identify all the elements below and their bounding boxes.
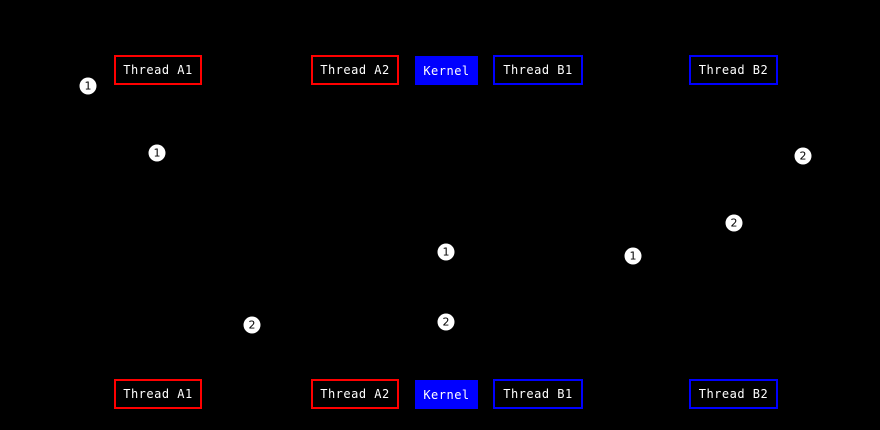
actor-top-kernel: Kernel bbox=[415, 56, 478, 85]
actor-top-thread-b1: Thread B1 bbox=[493, 55, 583, 85]
sequence-number-marker: 1 bbox=[624, 247, 642, 265]
actor-bottom-thread-b1: Thread B1 bbox=[493, 379, 583, 409]
sequence-number-marker: 2 bbox=[437, 313, 455, 331]
sequence-number-marker: 1 bbox=[79, 77, 97, 95]
sequence-number-marker: 2 bbox=[794, 147, 812, 165]
actor-top-thread-b2: Thread B2 bbox=[689, 55, 778, 85]
actor-top-thread-a2: Thread A2 bbox=[311, 55, 399, 85]
actor-bottom-thread-b2: Thread B2 bbox=[689, 379, 778, 409]
sequence-number-marker: 1 bbox=[148, 144, 166, 162]
sequence-number-marker: 1 bbox=[437, 243, 455, 261]
sequence-number-marker: 2 bbox=[243, 316, 261, 334]
actor-bottom-thread-a2: Thread A2 bbox=[311, 379, 399, 409]
sequence-number-marker: 2 bbox=[725, 214, 743, 232]
actor-top-thread-a1: Thread A1 bbox=[114, 55, 202, 85]
actor-bottom-thread-a1: Thread A1 bbox=[114, 379, 202, 409]
actor-bottom-kernel: Kernel bbox=[415, 380, 478, 409]
